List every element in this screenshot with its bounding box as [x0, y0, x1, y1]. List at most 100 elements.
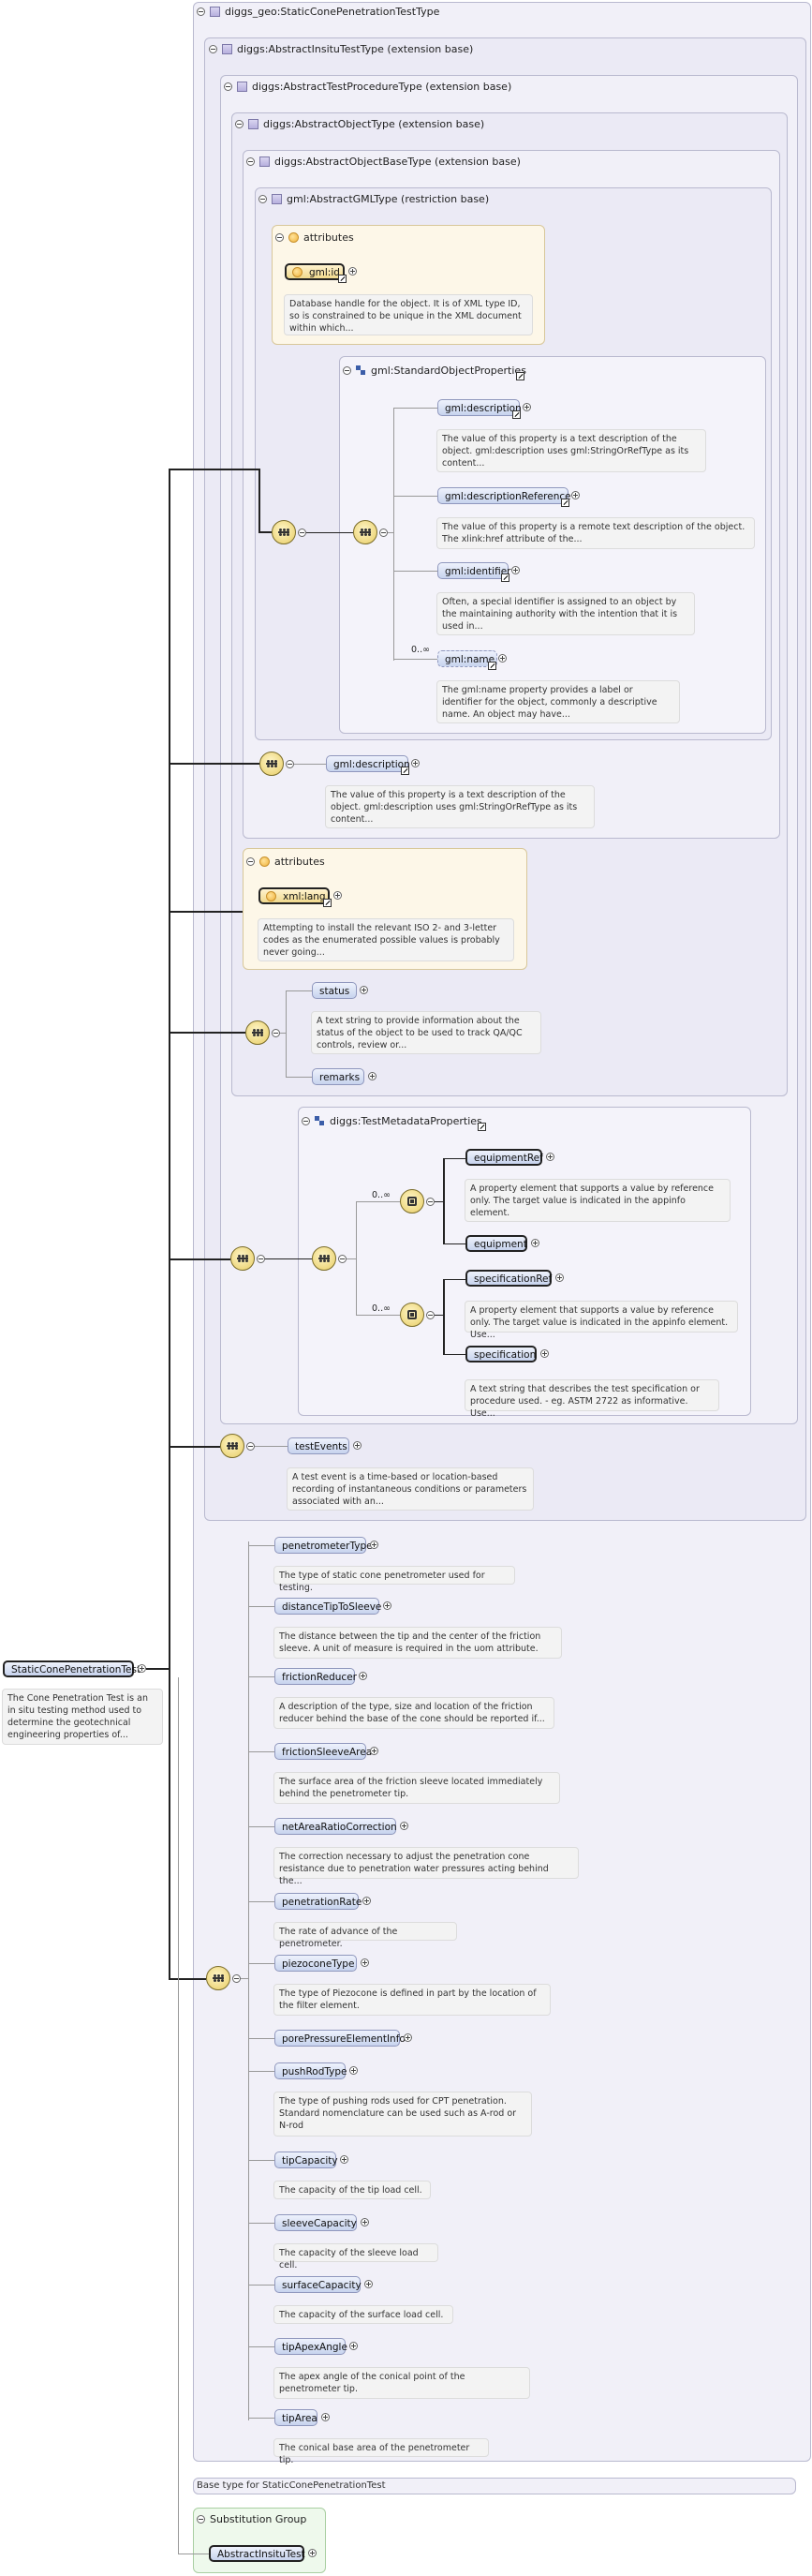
collapse-toggle-icon[interactable]: [343, 366, 351, 375]
element-distance-tip-to-sleeve[interactable]: distanceTipToSleeve: [274, 1598, 381, 1615]
expand-icon[interactable]: [400, 1822, 408, 1830]
element-equipment[interactable]: equipment: [465, 1235, 527, 1252]
expand-icon[interactable]: [349, 2342, 358, 2350]
element-static-cone-penetration-test[interactable]: StaticConePenetrationTest: [3, 1660, 140, 1677]
expand-icon[interactable]: [361, 2218, 369, 2226]
element-piezocone-type[interactable]: piezoconeType: [274, 1955, 357, 1972]
expand-icon[interactable]: [348, 267, 357, 275]
type-header-abstract-object-base[interactable]: diggs:AbstractObjectBaseType (extension …: [246, 156, 521, 168]
group-header-test-metadata-properties[interactable]: diggs:TestMetadataProperties: [302, 1115, 482, 1127]
element-pore-pressure-element-info[interactable]: porePressureElementInfo: [274, 2030, 406, 2047]
collapse-icon[interactable]: [272, 1029, 280, 1037]
element-friction-reducer[interactable]: frictionReducer: [274, 1668, 357, 1685]
expand-icon[interactable]: [411, 759, 420, 767]
expand-icon[interactable]: [498, 654, 507, 663]
element-penetrometer-type[interactable]: penetrometerType: [274, 1537, 373, 1554]
collapse-icon[interactable]: [338, 1255, 347, 1263]
expand-icon[interactable]: [308, 2549, 317, 2557]
reference-link-icon[interactable]: [478, 1123, 486, 1131]
collapse-icon[interactable]: [232, 1974, 241, 1983]
expand-icon[interactable]: [349, 2066, 358, 2075]
expand-icon[interactable]: [359, 1672, 367, 1680]
expand-icon[interactable]: [138, 1664, 146, 1673]
element-gml-description-2[interactable]: gml:description: [326, 755, 410, 772]
element-gml-description-reference[interactable]: gml:descriptionReference: [437, 487, 571, 504]
element-status[interactable]: status: [312, 982, 357, 999]
collapse-icon[interactable]: [246, 1442, 255, 1451]
collapse-toggle-icon[interactable]: [235, 120, 244, 128]
collapse-icon[interactable]: [426, 1311, 435, 1319]
type-header-abstract-object[interactable]: diggs:AbstractObjectType (extension base…: [235, 118, 484, 130]
collapse-icon[interactable]: [426, 1198, 435, 1206]
expand-icon[interactable]: [333, 891, 342, 900]
expand-icon[interactable]: [383, 1601, 391, 1610]
collapse-icon[interactable]: [257, 1255, 265, 1263]
expand-icon[interactable]: [353, 1441, 362, 1450]
attributes-header[interactable]: attributes: [246, 856, 325, 868]
expand-icon[interactable]: [361, 1958, 369, 1967]
collapse-toggle-icon[interactable]: [197, 2515, 205, 2524]
collapse-toggle-icon[interactable]: [302, 1117, 310, 1125]
expand-icon[interactable]: [523, 403, 531, 411]
expand-icon[interactable]: [370, 1747, 378, 1755]
element-sleeve-capacity[interactable]: sleeveCapacity: [274, 2214, 357, 2231]
expand-icon[interactable]: [546, 1153, 554, 1161]
reference-link-icon[interactable]: [561, 499, 569, 507]
element-specification[interactable]: specification: [465, 1346, 537, 1362]
type-header-abstract-insitu-test[interactable]: diggs:AbstractInsituTestType (extension …: [209, 43, 473, 55]
type-header-abstract-gml[interactable]: gml:AbstractGMLType (restriction base): [258, 193, 489, 205]
expand-icon[interactable]: [370, 1541, 378, 1549]
collapse-toggle-icon[interactable]: [275, 233, 284, 242]
substitution-group-header[interactable]: Substitution Group: [197, 2513, 306, 2525]
element-surface-capacity[interactable]: surfaceCapacity: [274, 2276, 362, 2293]
element-net-area-ratio-correction[interactable]: netAreaRatioCorrection: [274, 1818, 397, 1835]
expand-icon[interactable]: [340, 2155, 348, 2164]
collapse-icon[interactable]: [379, 529, 388, 537]
collapse-icon[interactable]: [286, 760, 294, 768]
collapse-toggle-icon[interactable]: [258, 195, 267, 203]
type-header-static-cpt[interactable]: diggs_geo:StaticConePenetrationTestType: [197, 6, 439, 18]
reference-link-icon[interactable]: [488, 662, 496, 670]
attributes-header[interactable]: attributes: [275, 231, 354, 244]
collapse-toggle-icon[interactable]: [209, 45, 217, 53]
element-test-events[interactable]: testEvents: [288, 1437, 349, 1454]
expand-icon[interactable]: [531, 1239, 539, 1247]
expand-icon[interactable]: [555, 1273, 564, 1282]
reference-link-icon[interactable]: [338, 275, 347, 283]
element-remarks[interactable]: remarks: [312, 1068, 364, 1085]
attribute-xml-lang[interactable]: xml:lang: [258, 887, 330, 904]
element-push-rod-type[interactable]: pushRodType: [274, 2062, 347, 2079]
collapse-toggle-icon[interactable]: [197, 7, 205, 16]
expand-icon[interactable]: [321, 2413, 330, 2421]
expand-icon[interactable]: [360, 986, 368, 994]
expand-icon[interactable]: [571, 491, 580, 499]
element-equipment-ref[interactable]: equipmentRef: [465, 1149, 543, 1166]
element-friction-sleeve-area[interactable]: frictionSleeveArea: [274, 1743, 372, 1760]
reference-link-icon[interactable]: [323, 899, 332, 907]
expand-icon[interactable]: [404, 2033, 412, 2042]
element-penetration-rate[interactable]: penetrationRate: [274, 1893, 362, 1910]
expand-icon[interactable]: [362, 1897, 371, 1905]
type-header-abstract-test-procedure[interactable]: diggs:AbstractTestProcedureType (extensi…: [224, 81, 511, 93]
collapse-toggle-icon[interactable]: [224, 82, 232, 91]
collapse-toggle-icon[interactable]: [246, 857, 255, 866]
element-gml-name[interactable]: gml:name: [437, 650, 497, 667]
expand-icon[interactable]: [511, 566, 520, 574]
expand-icon[interactable]: [540, 1349, 549, 1358]
element-tip-capacity[interactable]: tipCapacity: [274, 2152, 338, 2168]
group-header-standard-object-properties[interactable]: gml:StandardObjectProperties: [343, 365, 526, 377]
element-tip-area[interactable]: tipArea: [274, 2409, 317, 2426]
reference-link-icon[interactable]: [516, 372, 524, 380]
reference-link-icon[interactable]: [501, 573, 509, 582]
collapse-toggle-icon[interactable]: [246, 157, 255, 166]
attribute-gml-id[interactable]: gml:id: [285, 263, 345, 280]
element-abstract-insitu-test[interactable]: AbstractInsituTest: [209, 2545, 305, 2562]
element-gml-description[interactable]: gml:description: [437, 399, 522, 416]
reference-link-icon[interactable]: [401, 767, 409, 775]
element-specification-ref[interactable]: specificationRef: [465, 1270, 552, 1287]
reference-link-icon[interactable]: [512, 410, 521, 419]
element-gml-identifier[interactable]: gml:identifier: [437, 562, 510, 579]
expand-icon[interactable]: [364, 2280, 373, 2288]
expand-icon[interactable]: [368, 1072, 376, 1080]
element-tip-apex-angle[interactable]: tipApexAngle: [274, 2338, 347, 2355]
